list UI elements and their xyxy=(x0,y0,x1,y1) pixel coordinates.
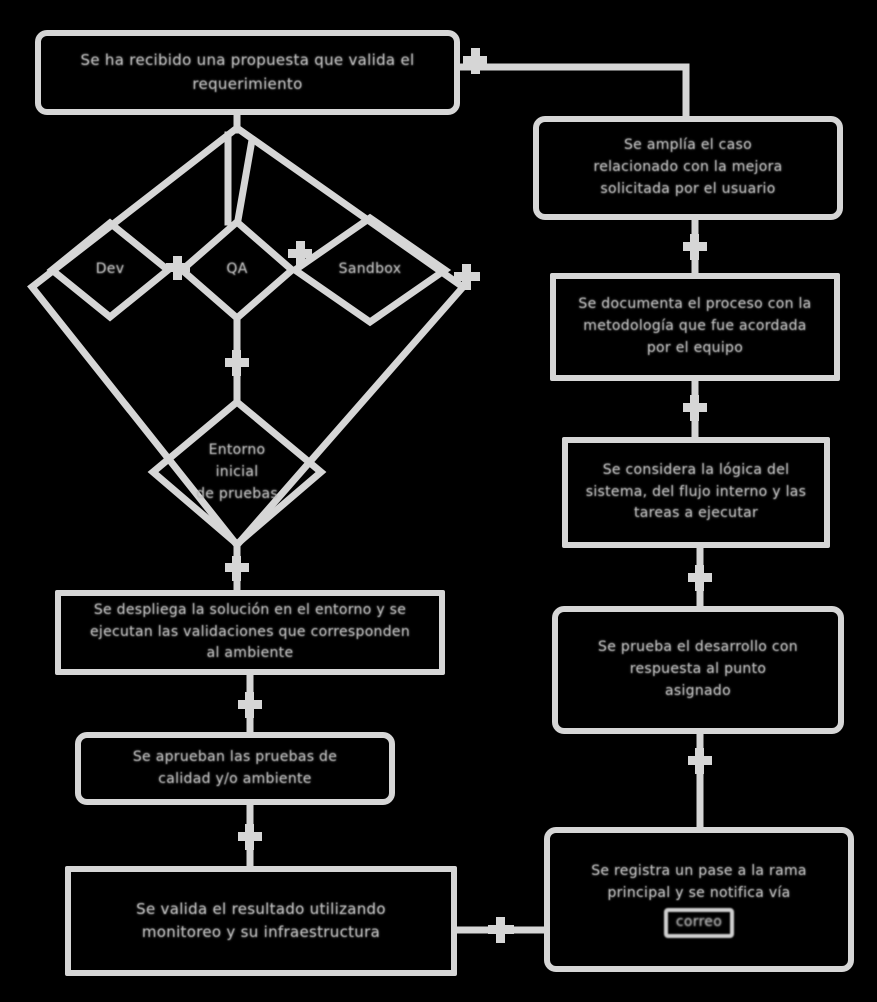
connector-top-qa-b xyxy=(233,135,257,225)
sandbox-diamond-label: Sandbox xyxy=(338,261,402,278)
release-box-label: Se registra un pase a la rama principal … xyxy=(550,832,848,967)
arrowhead-deploy-down xyxy=(238,692,262,718)
test-box-label: Se prueba el desarrollo con respuesta al… xyxy=(598,639,798,699)
qa-diamond-label: QA xyxy=(226,261,248,278)
arrowhead-case-down xyxy=(683,234,707,260)
environment-diamond-label: Entorno inicial de pruebas xyxy=(196,442,278,502)
arrowhead-environment-down xyxy=(225,556,249,581)
validate-box-label: Se valida el resultado utilizando monito… xyxy=(136,899,386,941)
requirement-box-label: Se ha recibido una propuesta que valida … xyxy=(80,51,415,93)
approve-box xyxy=(75,732,395,805)
arrowhead-logic-down xyxy=(688,565,712,591)
dev-diamond-label: Dev xyxy=(95,261,125,278)
deploy-box-label: Se despliega la solución en el entorno y… xyxy=(89,601,411,662)
sandbox-diamond-outline xyxy=(288,213,452,327)
arrowhead-approve-down xyxy=(238,824,262,850)
arrowhead-test-down xyxy=(688,748,712,774)
logic-box-label: Se considera la lógica del sistema, del … xyxy=(585,461,807,522)
release-box-highlight: correo xyxy=(663,908,735,939)
dev-diamond-outline xyxy=(46,218,174,322)
arrowhead-validate-right xyxy=(488,917,514,943)
approve-box-label: Se aprueban las pruebas de calidad y/o a… xyxy=(132,748,338,787)
validate-box xyxy=(65,866,457,976)
arrowhead-box1-exit xyxy=(463,48,487,74)
arrowhead-dev-right xyxy=(166,256,190,280)
arrowhead-diamond-right-vertex xyxy=(454,264,480,290)
test-box xyxy=(552,606,844,734)
case-box xyxy=(533,116,843,220)
document-box-label: Se documenta el proceso con la metodolog… xyxy=(578,296,812,356)
arrowhead-document-down xyxy=(683,395,707,421)
arrowhead-qa-down xyxy=(225,350,249,376)
case-box-label: Se amplía el caso relacionado con la mej… xyxy=(593,137,783,197)
deploy-box xyxy=(55,590,445,675)
arrowheads xyxy=(166,48,712,943)
release-box-content: Se registra un pase a la rama principal … xyxy=(550,832,848,967)
arrowhead-sandbox-left xyxy=(288,241,312,265)
requirement-box xyxy=(35,30,460,115)
release-box-text: Se registra un pase a la rama principal … xyxy=(591,862,807,901)
document-box xyxy=(550,273,840,381)
release-box xyxy=(544,827,854,972)
logic-box xyxy=(562,437,830,548)
